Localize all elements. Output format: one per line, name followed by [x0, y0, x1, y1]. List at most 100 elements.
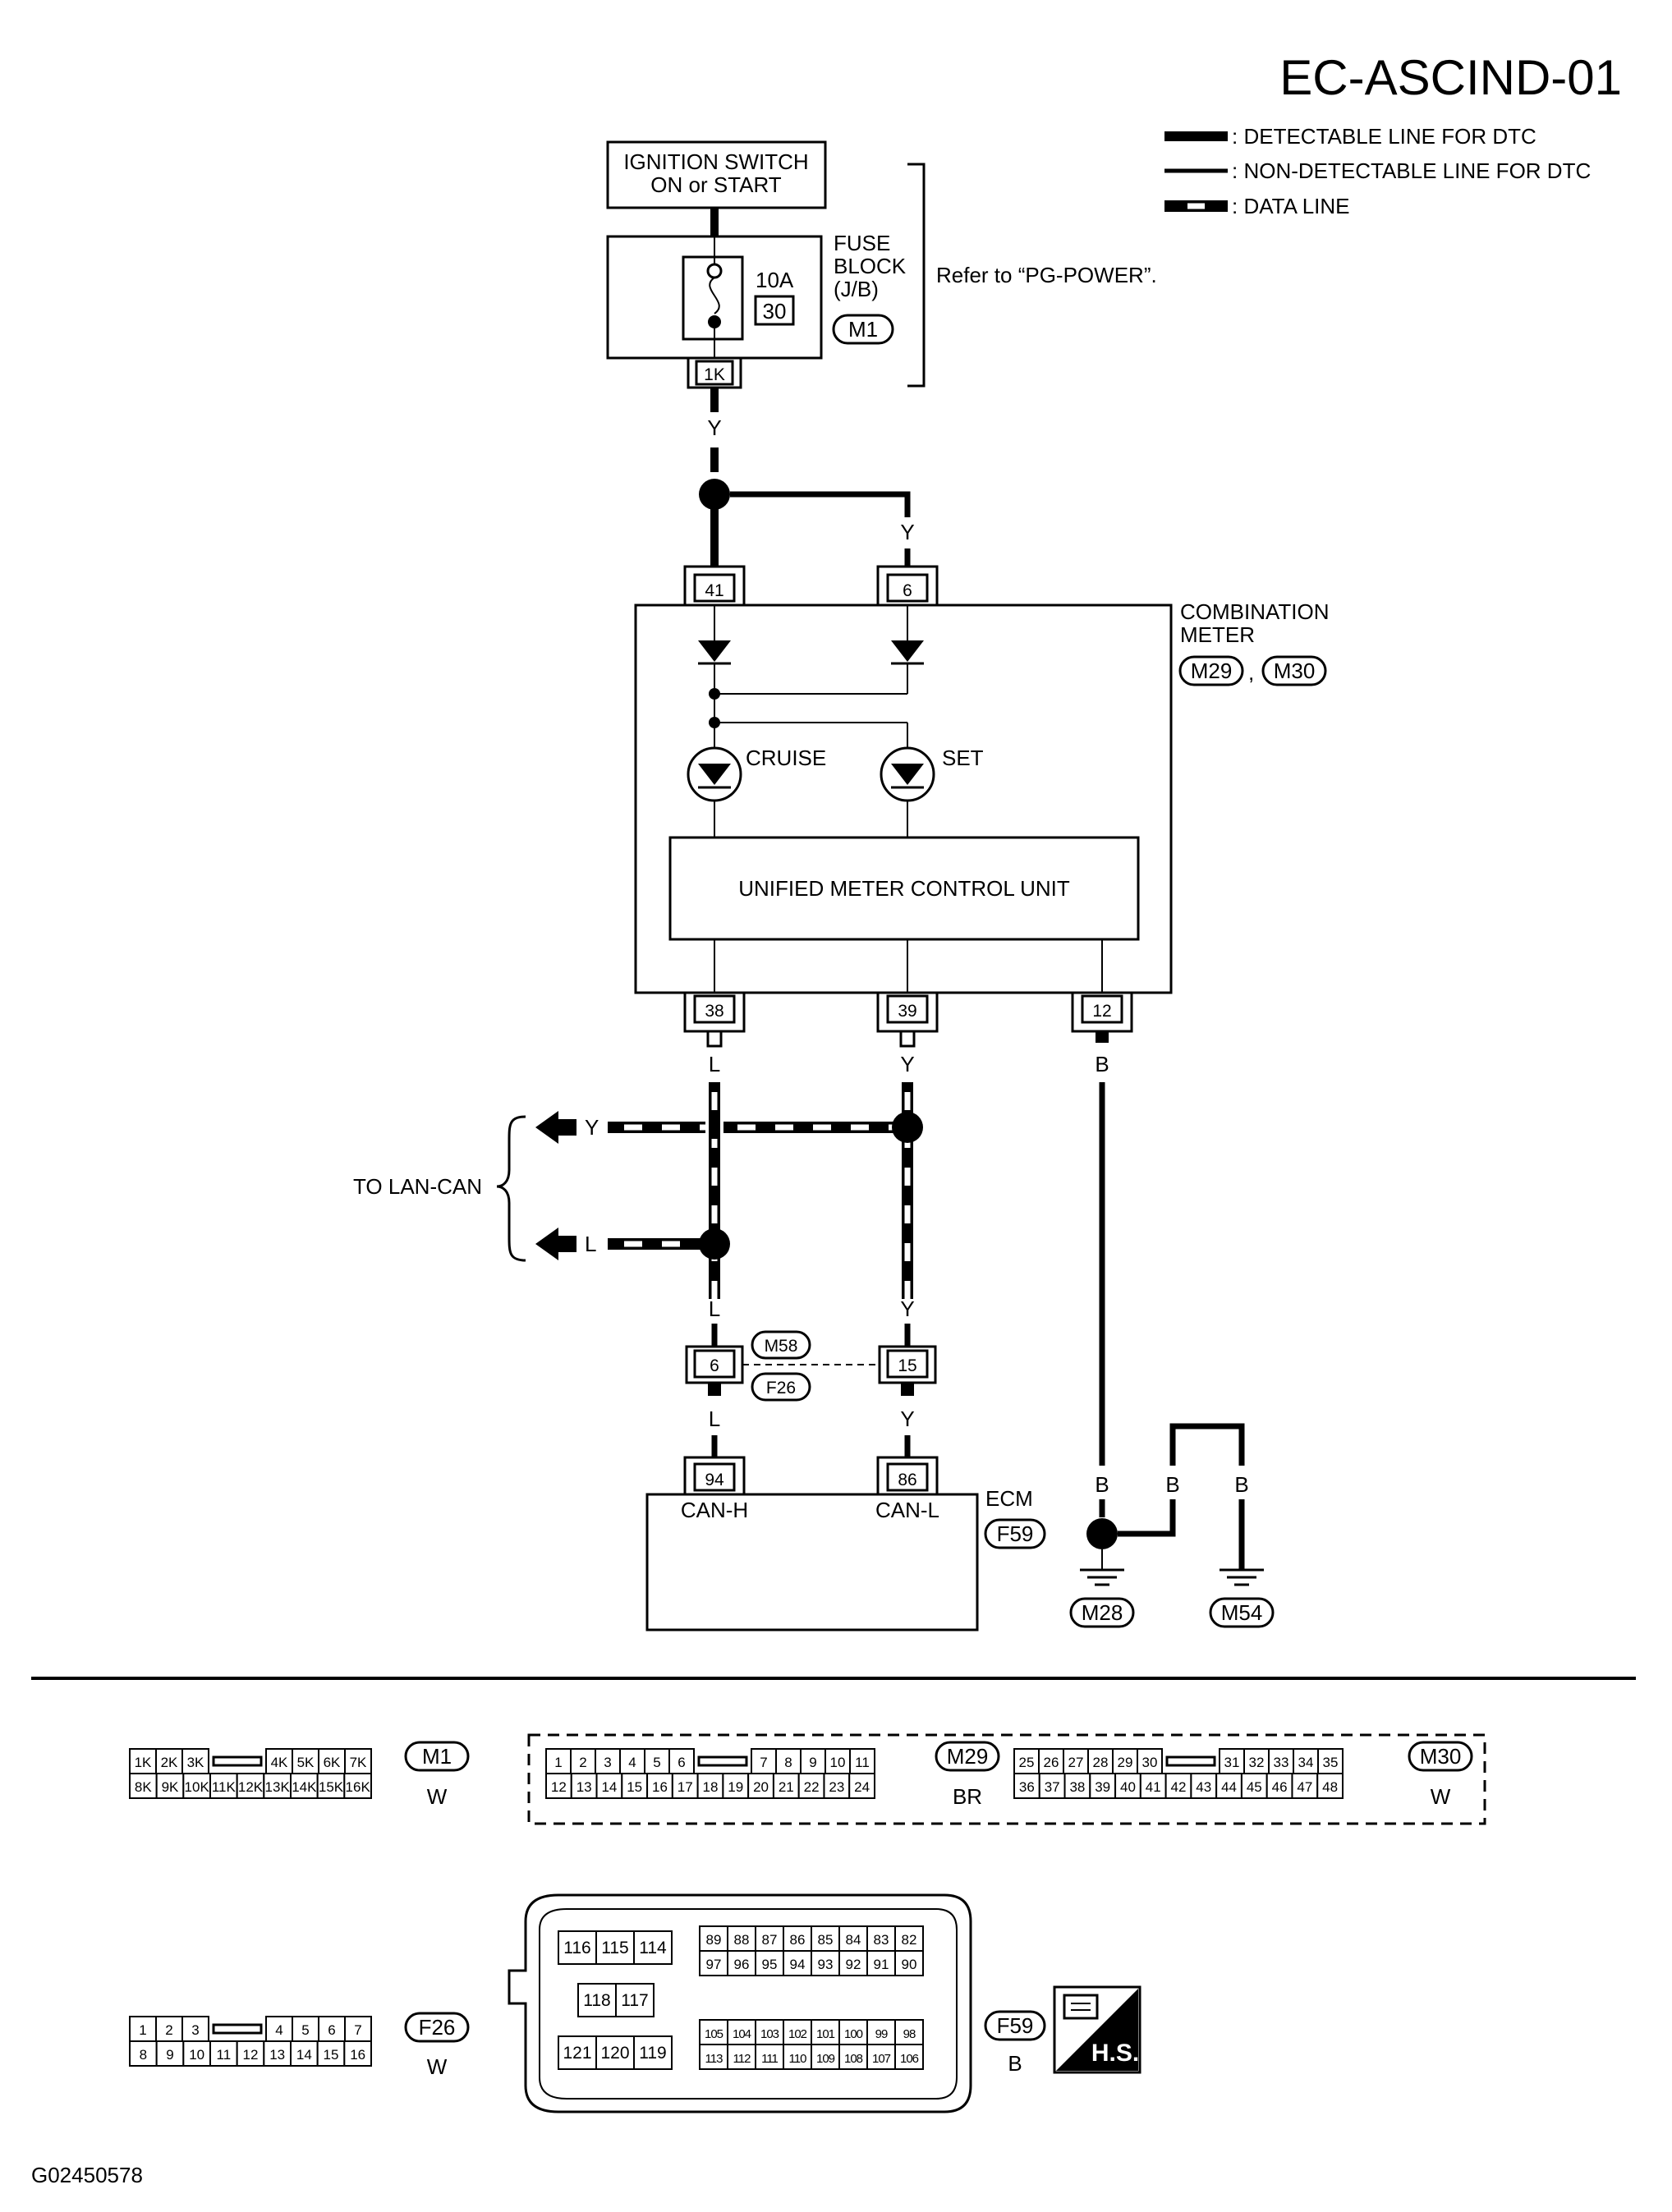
to-lan-can-label: TO LAN-CAN	[353, 1174, 482, 1199]
pin-label: 37	[1045, 1779, 1060, 1795]
pin-label: 47	[1297, 1779, 1312, 1795]
ignition-switch: IGNITION SWITCH ON or START	[606, 140, 827, 209]
pin-label: 24	[854, 1779, 870, 1795]
pin-label: 12	[243, 2047, 259, 2063]
diagram-code: EC-ASCIND-01	[1279, 50, 1622, 105]
pin-label: 112	[733, 2052, 751, 2066]
pin-label: 11	[855, 1755, 870, 1770]
pin-label: 89	[706, 1932, 722, 1948]
pin-label: 13	[269, 2047, 285, 2063]
svg-text:Y: Y	[707, 415, 721, 440]
pg-power-reference: Refer to “PG-POWER”.	[936, 263, 1157, 287]
connector-m29-tag: M29	[1191, 659, 1233, 683]
pin-label: 95	[762, 1957, 778, 1972]
pin-label: 104	[733, 2027, 751, 2041]
pin-label: 6K	[324, 1755, 341, 1770]
svg-text:Y: Y	[900, 1407, 914, 1431]
pin-label: 99	[875, 2027, 888, 2041]
pin-label: 13K	[265, 1779, 291, 1795]
svg-text:M29: M29	[947, 1744, 989, 1769]
pin-label: 14	[601, 1779, 617, 1795]
pin-label: 9	[809, 1755, 816, 1770]
svg-text:CAN-H: CAN-H	[681, 1498, 748, 1522]
pin-label: 96	[734, 1957, 750, 1972]
pin-label: 86	[790, 1932, 806, 1948]
pin-label: 113	[705, 2052, 723, 2066]
svg-text:12: 12	[1092, 1002, 1111, 1021]
svg-text:W: W	[1431, 1784, 1451, 1809]
svg-text:F26: F26	[766, 1379, 796, 1397]
pin-label: 15K	[319, 1779, 344, 1795]
svg-text:CAN-L: CAN-L	[875, 1498, 939, 1522]
pin-label: 101	[816, 2027, 835, 2041]
pin-label: 87	[762, 1932, 778, 1948]
pin-label: 4	[275, 2022, 282, 2038]
svg-text:ECM: ECM	[985, 1486, 1033, 1511]
pin-label: 39	[1095, 1779, 1110, 1795]
svg-text:41: 41	[705, 581, 723, 600]
pin-label: 119	[639, 2044, 666, 2063]
pin-label: 16K	[346, 1779, 371, 1795]
svg-text:ON or START: ON or START	[650, 172, 782, 197]
pin-label: 98	[903, 2027, 916, 2041]
pin-label: 90	[902, 1957, 917, 1972]
pin-label: 92	[846, 1957, 861, 1972]
pin-label: 33	[1274, 1755, 1289, 1770]
pin-label: 100	[844, 2027, 863, 2041]
svg-text:BLOCK: BLOCK	[834, 254, 907, 278]
pin-label: 29	[1118, 1755, 1133, 1770]
pin-label: 14	[296, 2047, 312, 2063]
pin-label: 12	[551, 1779, 567, 1795]
svg-text:B: B	[1095, 1052, 1109, 1076]
pin-label: 88	[734, 1932, 750, 1948]
pin-label: 15	[627, 1779, 642, 1795]
pin-label: 2	[579, 1755, 586, 1770]
svg-text:CRUISE: CRUISE	[746, 746, 826, 770]
svg-text:W: W	[427, 2054, 448, 2079]
pin-label: 1	[554, 1755, 562, 1770]
connector-icon	[1063, 1994, 1099, 2020]
pin-label: 34	[1298, 1755, 1314, 1770]
pin-label: 40	[1120, 1779, 1136, 1795]
pin-label: 9	[166, 2047, 173, 2063]
svg-text:Y: Y	[585, 1115, 599, 1140]
pin-label: 41	[1146, 1779, 1161, 1795]
pin-label: 25	[1019, 1755, 1035, 1770]
pin-label: 109	[816, 2052, 835, 2066]
hs-badge: H.S.	[1053, 1985, 1141, 2074]
svg-text:Y: Y	[900, 1296, 914, 1321]
svg-text:Y: Y	[900, 520, 914, 544]
pin-label: 85	[818, 1932, 834, 1948]
pin-label: 1K	[135, 1755, 152, 1770]
pin-label: 13	[576, 1779, 592, 1795]
svg-text:(J/B): (J/B)	[834, 277, 879, 301]
pin-label: 1	[139, 2022, 146, 2038]
svg-text:6: 6	[903, 581, 912, 600]
ground-m54-tag: M54	[1221, 1600, 1263, 1625]
svg-text:FUSE: FUSE	[834, 231, 890, 255]
pin-label: 106	[900, 2052, 919, 2066]
pin-label: 44	[1221, 1779, 1237, 1795]
svg-text:B: B	[1095, 1472, 1109, 1497]
pin-label: 7	[760, 1755, 767, 1770]
svg-text:METER: METER	[1180, 622, 1255, 647]
pin-label: 111	[761, 2052, 778, 2066]
svg-text:M58: M58	[765, 1337, 798, 1356]
pin-label: 82	[902, 1932, 917, 1948]
pin-label: 8	[784, 1755, 792, 1770]
connector-latch	[212, 1755, 263, 1767]
pin-label: 6	[678, 1755, 685, 1770]
splice-l-can	[699, 1228, 730, 1260]
svg-text:F59: F59	[997, 2013, 1034, 2038]
connector-latch	[1165, 1755, 1216, 1767]
pin-label: 10	[830, 1755, 846, 1770]
pin-label: 42	[1171, 1779, 1187, 1795]
svg-text:1K: 1K	[704, 365, 725, 384]
pin-label: 16	[652, 1779, 668, 1795]
ground-circuit: B B B M28 M54	[1069, 1082, 1275, 1628]
pin-label: 19	[728, 1779, 743, 1795]
pin-label: 31	[1224, 1755, 1240, 1770]
